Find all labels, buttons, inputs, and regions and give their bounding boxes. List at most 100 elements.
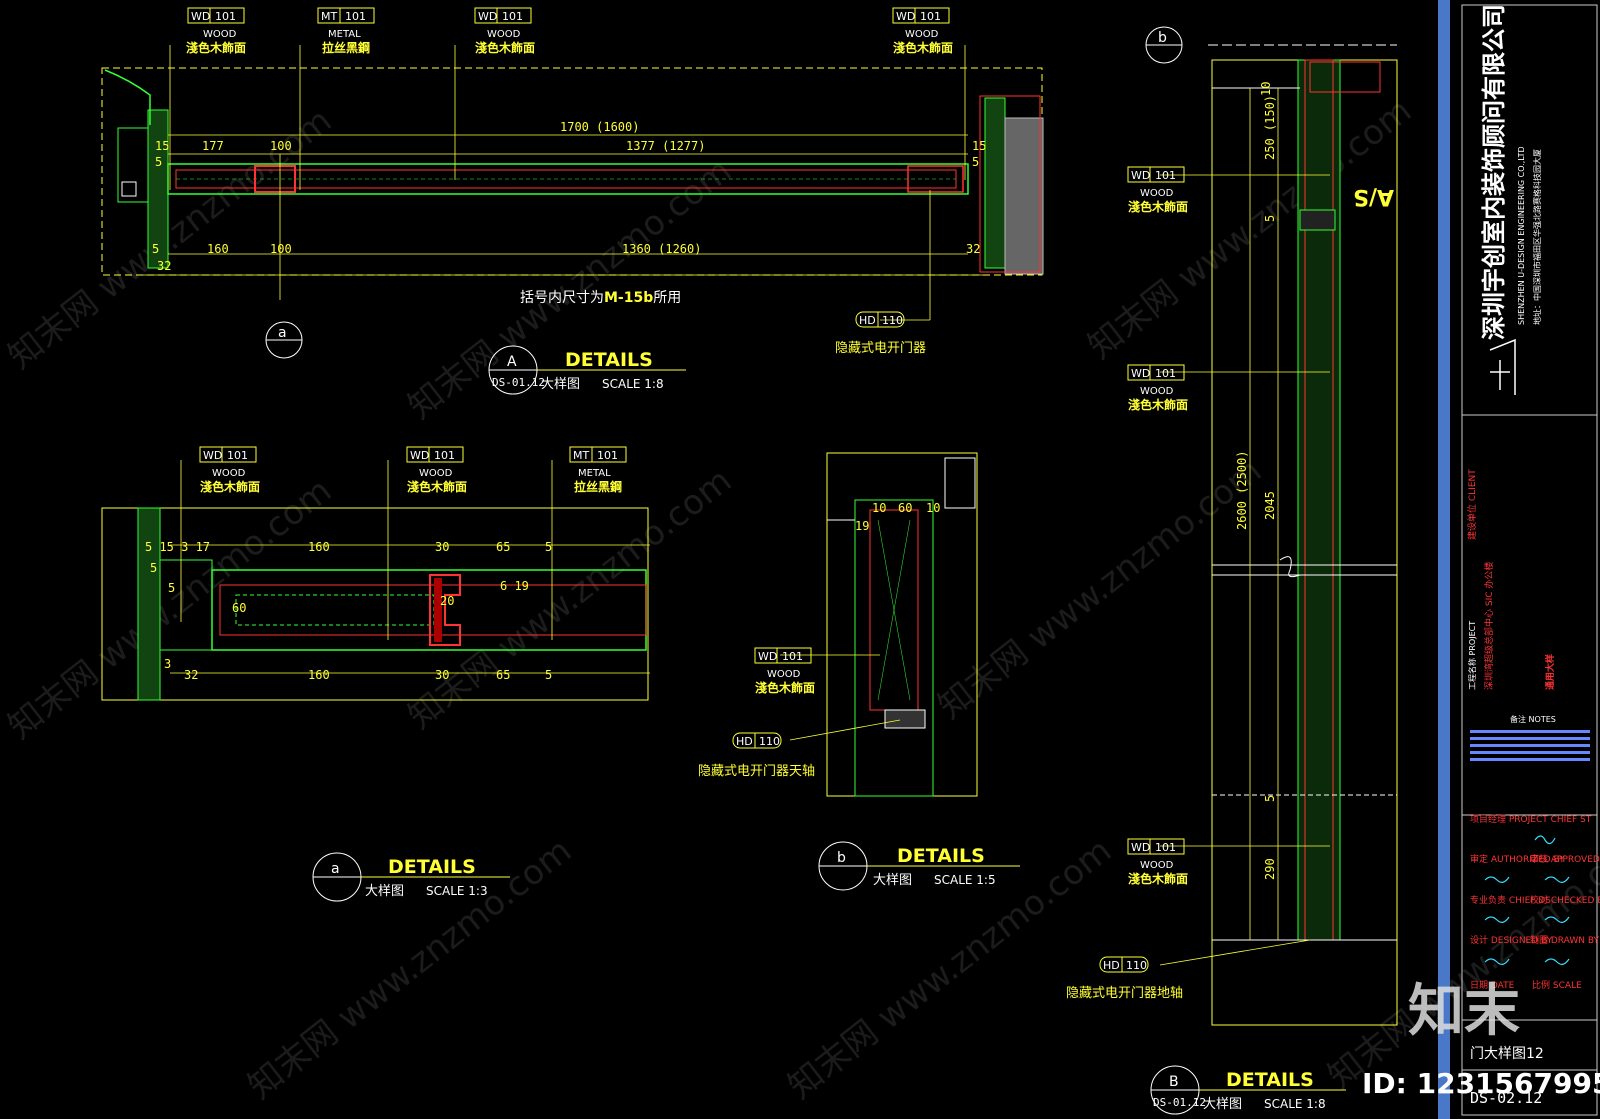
detail-title: DETAILS: [1226, 1069, 1314, 1091]
dim: 160: [207, 242, 229, 256]
dim: 15: [155, 139, 169, 153]
dim: 30: [435, 668, 449, 682]
tag-num: 110: [759, 735, 780, 748]
tag-cn: 拉丝黑鋼: [574, 479, 622, 494]
tb-row: 设计 DESIGNED BY: [1470, 934, 1553, 946]
detail-scale: SCALE 1:8: [1264, 1097, 1326, 1111]
tag-num: 101: [597, 449, 618, 462]
notes-lines-icon: [1470, 730, 1590, 761]
section-marker-b: b: [1145, 26, 1183, 64]
date-label: 日期 DATE: [1470, 980, 1515, 991]
dim: 5: [545, 668, 552, 682]
dim: 2045: [1263, 491, 1277, 520]
dim: 100: [270, 139, 292, 153]
tag-code: WD: [1131, 841, 1150, 854]
section-marker-a: a: [265, 321, 303, 359]
tag-en: WOOD: [1140, 188, 1174, 199]
dim: 5: [545, 540, 552, 554]
dim: 5: [168, 581, 175, 595]
tag-num: 101: [227, 449, 248, 462]
detail-cn: 大样图: [365, 884, 404, 899]
detail-A-title: A DS-01.12 DETAILS 大样图 SCALE 1:8: [488, 345, 686, 395]
tag-code: WD: [191, 10, 210, 23]
dim: 1377 (1277): [626, 139, 705, 153]
detail-b-tags: WD 101 WOOD 淺色木飾面 HD 110 隐藏式电开门器天轴: [698, 647, 815, 779]
sheet-number: DS-02.12: [1470, 1089, 1542, 1107]
drawing-category: 通用大样: [1544, 654, 1556, 690]
tag-en: WOOD: [767, 669, 801, 680]
detail-ref: DS-01.12: [1153, 1096, 1206, 1109]
company-name-cn: 深圳宇创室内装饰顾问有限公司: [1480, 4, 1508, 340]
dim: 5: [1263, 215, 1277, 222]
tag-en: WOOD: [1140, 860, 1174, 871]
dim: 3: [164, 657, 171, 671]
watermark-logo: 知末: [1408, 979, 1520, 1044]
tag-code: MT: [321, 10, 337, 23]
dim: 5: [1263, 795, 1277, 802]
bracket-note-code: M-15b: [604, 290, 653, 306]
dim: 160: [308, 540, 330, 554]
tag-en: WOOD: [212, 468, 246, 479]
tag-num: 101: [1155, 841, 1176, 854]
callout-door-closer: 隐藏式电开门器: [835, 341, 926, 356]
detail-id: A: [507, 354, 517, 370]
detail-id: a: [331, 861, 340, 877]
dim: 60: [232, 601, 246, 615]
dim: 5: [972, 155, 979, 169]
detail-B-dims: 10 250 (150) 5 2600 (2500) 2045 5 290: [1235, 82, 1277, 880]
material-tag: WD 101 WOOD 淺色木飾面: [1127, 364, 1188, 412]
tag-code: WD: [896, 10, 915, 23]
tag-cn: 淺色木飾面: [1128, 397, 1188, 412]
detail-A-drawing: [101, 45, 1044, 321]
tag-en: WOOD: [487, 29, 521, 40]
tag-en: WOOD: [1140, 386, 1174, 397]
dim: 1700 (1600): [560, 120, 639, 134]
tb-row: 制图 DRAWN BY: [1530, 934, 1600, 946]
material-tag: WD 101 WOOD 淺色木飾面: [406, 446, 467, 494]
detail-id: B: [1169, 1074, 1179, 1090]
tb-row: 项目经理 PROJECT CHIEF ST: [1470, 813, 1592, 825]
material-tag: WD 101 WOOD 淺色木飾面: [892, 7, 953, 55]
detail-a-title: a DETAILS 大样图 SCALE 1:3: [312, 852, 510, 902]
material-tag: WD 101 WOOD 淺色木飾面: [199, 446, 260, 494]
detail-ref: DS-01.12: [492, 376, 545, 389]
tag-num: 101: [215, 10, 236, 23]
tag-code: HD: [859, 314, 876, 327]
detail-cn: 大样图: [873, 873, 912, 888]
tag-code: WD: [1131, 169, 1150, 182]
material-tag: WD 101 WOOD 淺色木飾面: [1127, 838, 1188, 886]
dim: 1360 (1260): [622, 242, 701, 256]
dim: 100: [270, 242, 292, 256]
dim: 32: [157, 259, 171, 273]
tag-cn: 淺色木飾面: [200, 479, 260, 494]
title-block: 深圳宇创室内装饰顾问有限公司 SHENZHEN U-DESIGN ENGINEE…: [1438, 0, 1600, 1119]
bracket-note-suffix: 所用: [653, 290, 681, 306]
dim: 65: [496, 668, 510, 682]
tag-code: WD: [1131, 367, 1150, 380]
material-tag: MT 101 METAL 拉丝黑鋼: [569, 446, 627, 494]
detail-a-dims: 5 15 3 17 160 30 65 5 5 5 60 20 6 19 3 3…: [145, 540, 552, 682]
notes-label: 备注 NOTES: [1510, 714, 1556, 724]
tag-num: 101: [434, 449, 455, 462]
dim: 32: [966, 242, 980, 256]
hardware-tag: HD 110: [732, 732, 782, 749]
tag-code: MT: [573, 449, 589, 462]
dim: 32: [184, 668, 198, 682]
tag-num: 101: [782, 650, 803, 663]
dim: 20: [440, 594, 454, 608]
company-logo-icon: [1489, 338, 1516, 395]
section-mark-AS: A/S: [1353, 184, 1394, 209]
detail-A-tags: WD 101 WOOD 淺色木飾面 MT 101 METAL 拉丝黑鋼 WD 1…: [186, 7, 953, 356]
signature-icons: [1484, 835, 1570, 965]
detail-b-title: b DETAILS 大样图 SCALE 1:5: [818, 841, 1020, 891]
tag-cn: 淺色木飾面: [1128, 199, 1188, 214]
dim: 5: [150, 561, 157, 575]
tb-row: 校对 CHECKED BY: [1530, 894, 1600, 906]
tb-row: 专业负责 CHIEF DS: [1470, 894, 1551, 906]
dim: 5: [155, 155, 162, 169]
dim: 10: [1259, 82, 1273, 96]
material-tag: WD 101 WOOD 淺色木飾面: [474, 7, 535, 55]
detail-cn: 大样图: [1203, 1097, 1242, 1112]
company-address: 地址：中国深圳市福田区华强北路赛格科技园大厦: [1532, 149, 1542, 325]
dim: 30: [435, 540, 449, 554]
